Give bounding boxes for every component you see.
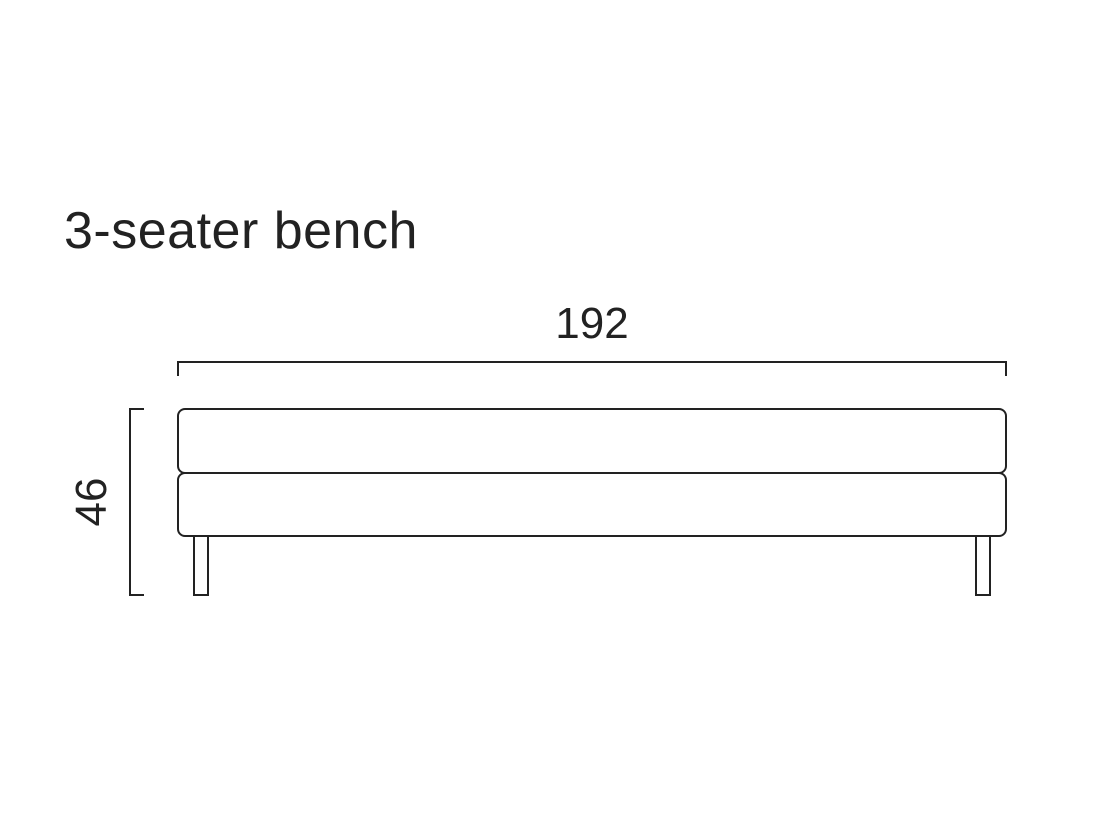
product-title: 3-seater bench <box>64 202 418 260</box>
height-dimension-line <box>129 408 144 596</box>
bench-upper-cushion <box>177 408 1007 474</box>
bench-lower-cushion <box>177 472 1007 537</box>
width-dimension-label: 192 <box>555 299 628 348</box>
height-dimension-label: 46 <box>67 478 116 527</box>
bench-right-leg <box>975 535 991 596</box>
bench-left-leg <box>193 535 209 596</box>
width-dimension-line <box>177 361 1007 376</box>
